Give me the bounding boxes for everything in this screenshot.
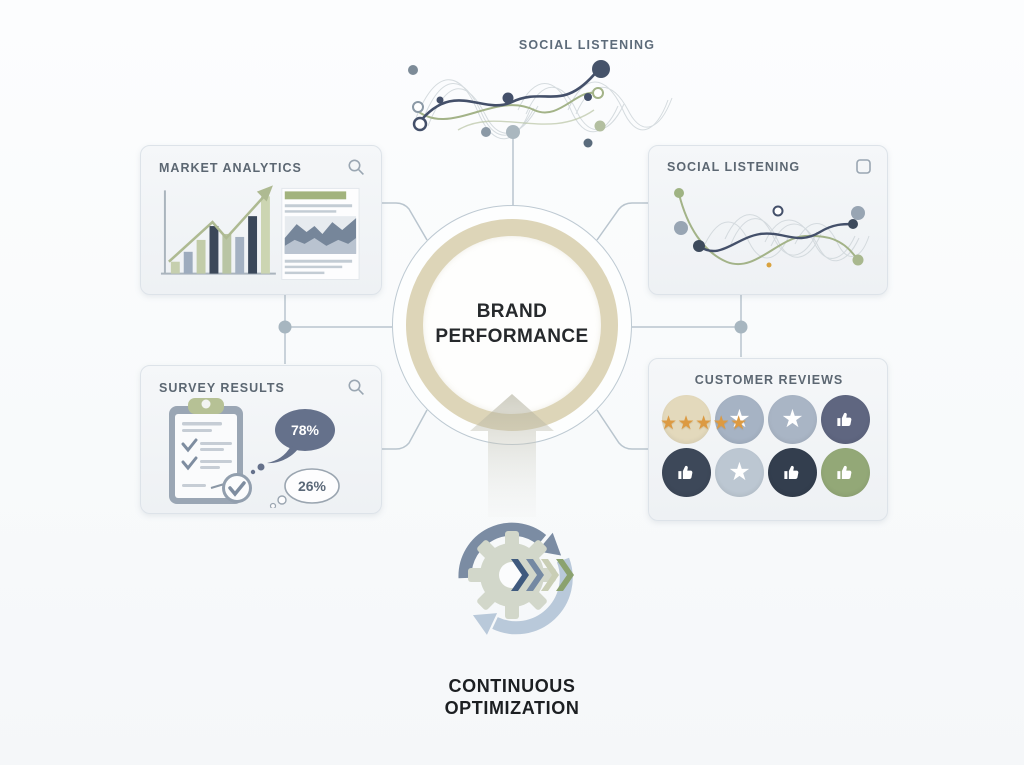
card-title: CUSTOMER REVIEWS — [694, 373, 844, 387]
wave-navy-bold — [416, 69, 600, 125]
card-customer-reviews: CUSTOMER REVIEWS ★ ★ ★ ★★★★★ — [648, 358, 888, 521]
thumb-up-icon — [678, 465, 693, 480]
connector-node-right — [734, 320, 748, 334]
review-badge-thumb — [662, 448, 711, 497]
thumb-up-icon — [837, 465, 852, 480]
wave-nodes — [674, 188, 865, 268]
report-thumbnail — [281, 187, 360, 281]
card-title: MARKET ANALYTICS — [159, 160, 302, 175]
review-badge-thumb — [821, 395, 870, 444]
cycle-arrow-top — [458, 522, 547, 579]
review-badges: ★ ★ ★ — [662, 395, 874, 497]
trend-line — [168, 195, 265, 263]
center-title: BRAND PERFORMANCE — [435, 301, 589, 347]
optimization-cycle-icon — [458, 522, 574, 635]
top-social-listening-label: SOCIAL LISTENING — [518, 38, 656, 52]
thumb-up-icon — [837, 412, 852, 427]
card-title: SURVEY RESULTS — [159, 380, 285, 395]
wave-sage-bold — [678, 193, 858, 265]
thumb-up-icon — [784, 465, 799, 480]
thought-stat-value: 26% — [298, 478, 327, 494]
center-node: BRAND PERFORMANCE — [392, 205, 632, 445]
connector-lower-right — [596, 409, 648, 450]
card-market-analytics: MARKET ANALYTICS — [140, 145, 382, 295]
trend-arrow-icon — [256, 185, 273, 202]
speech-bubble-stat: 78% — [250, 409, 335, 475]
stars-overlay: ★★★★★ — [660, 413, 748, 434]
top-wave-graphic — [408, 60, 673, 148]
review-badge-star: ★ — [715, 395, 764, 444]
wave-sage-bold — [413, 91, 599, 120]
center-ring: BRAND PERFORMANCE — [406, 219, 618, 431]
star-icon: ★ — [781, 405, 804, 433]
bar-chart-graphic — [160, 185, 360, 281]
review-badge — [662, 395, 711, 444]
gear-icon — [468, 531, 556, 619]
card-wave-graphic — [674, 188, 870, 268]
cycle-arrow-bottom — [492, 557, 573, 635]
review-badge-star: ★ — [715, 448, 764, 497]
review-badge-thumb — [768, 448, 817, 497]
connector-lower-left — [380, 409, 428, 450]
connector-node-left — [278, 320, 292, 334]
card-title: SOCIAL LISTENING — [667, 159, 801, 174]
survey-graphic: 78% 26% — [169, 398, 340, 508]
wave-sage-thin — [457, 109, 595, 131]
card-social-listening: SOCIAL LISTENING — [648, 145, 888, 295]
star-icon: ★ — [728, 405, 751, 433]
search-icon — [348, 159, 364, 175]
connector-upper-right — [596, 202, 648, 241]
search-icon — [348, 379, 364, 395]
wave-nodes — [408, 60, 610, 148]
card-survey-results: SURVEY RESULTS — [140, 365, 382, 514]
wave-navy-bold — [698, 222, 854, 253]
review-badge-star: ★ — [768, 395, 817, 444]
review-badge-thumb — [821, 448, 870, 497]
bar-chart-bars — [170, 196, 270, 274]
bottom-optimization-label: CONTINUOUS OPTIMIZATION — [444, 676, 580, 718]
star-icon: ★ — [728, 458, 751, 486]
square-icon — [856, 159, 871, 174]
speech-stat-value: 78% — [291, 422, 320, 438]
chevrons-icon — [511, 559, 574, 591]
clipboard-icon — [169, 398, 252, 504]
thought-bubble-stat: 26% — [269, 468, 340, 508]
connector-upper-left — [380, 202, 428, 241]
